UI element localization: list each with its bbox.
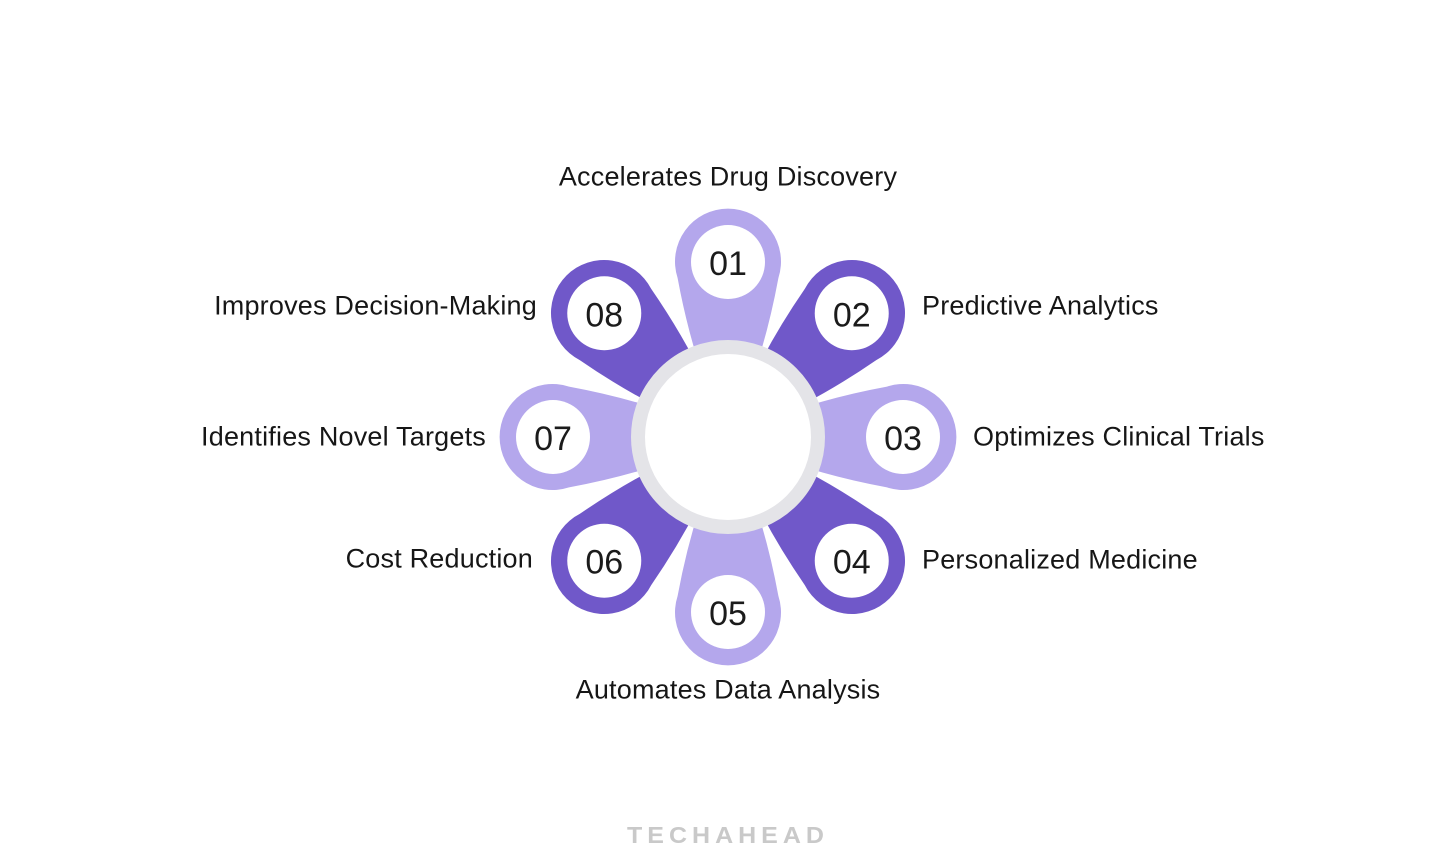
petal-number-circle-05 [691,575,765,649]
petal-label-06: Cost Reduction [345,543,533,574]
petal-number-circle-01 [691,225,765,299]
petal-number-08: 08 [585,296,623,334]
petal-number-circle-07 [516,400,590,474]
petal-label-07: Identifies Novel Targets [201,421,486,452]
center-circle [631,340,825,534]
petal-number-circle-03 [866,400,940,474]
petal-label-05: Automates Data Analysis [575,674,881,705]
brand-logo: TECHAHEAD [627,822,829,849]
petal-label-08: Improves Decision-Making [214,290,537,321]
petal-number-circle-02 [814,276,889,351]
petal-number-05: 05 [709,595,747,633]
petal-number-06: 06 [585,544,623,582]
petal-number-03: 03 [884,420,922,458]
petal-number-circle-08 [567,276,642,351]
petal-number-01: 01 [709,245,747,283]
petal-label-04: Personalized Medicine [922,544,1198,575]
petal-number-02: 02 [833,296,871,334]
petal-number-07: 07 [534,420,572,458]
petal-number-badges: 01 02 03 04 05 06 07 08 [516,225,940,649]
petal-label-01: Accelerates Drug Discovery [558,161,898,192]
petal-number-circle-06 [567,523,642,598]
petal-label-03: Optimizes Clinical Trials [973,421,1265,452]
petal-number-circle-04 [814,523,889,598]
petal-number-04: 04 [833,544,871,582]
petal-label-02: Predictive Analytics [922,290,1159,321]
